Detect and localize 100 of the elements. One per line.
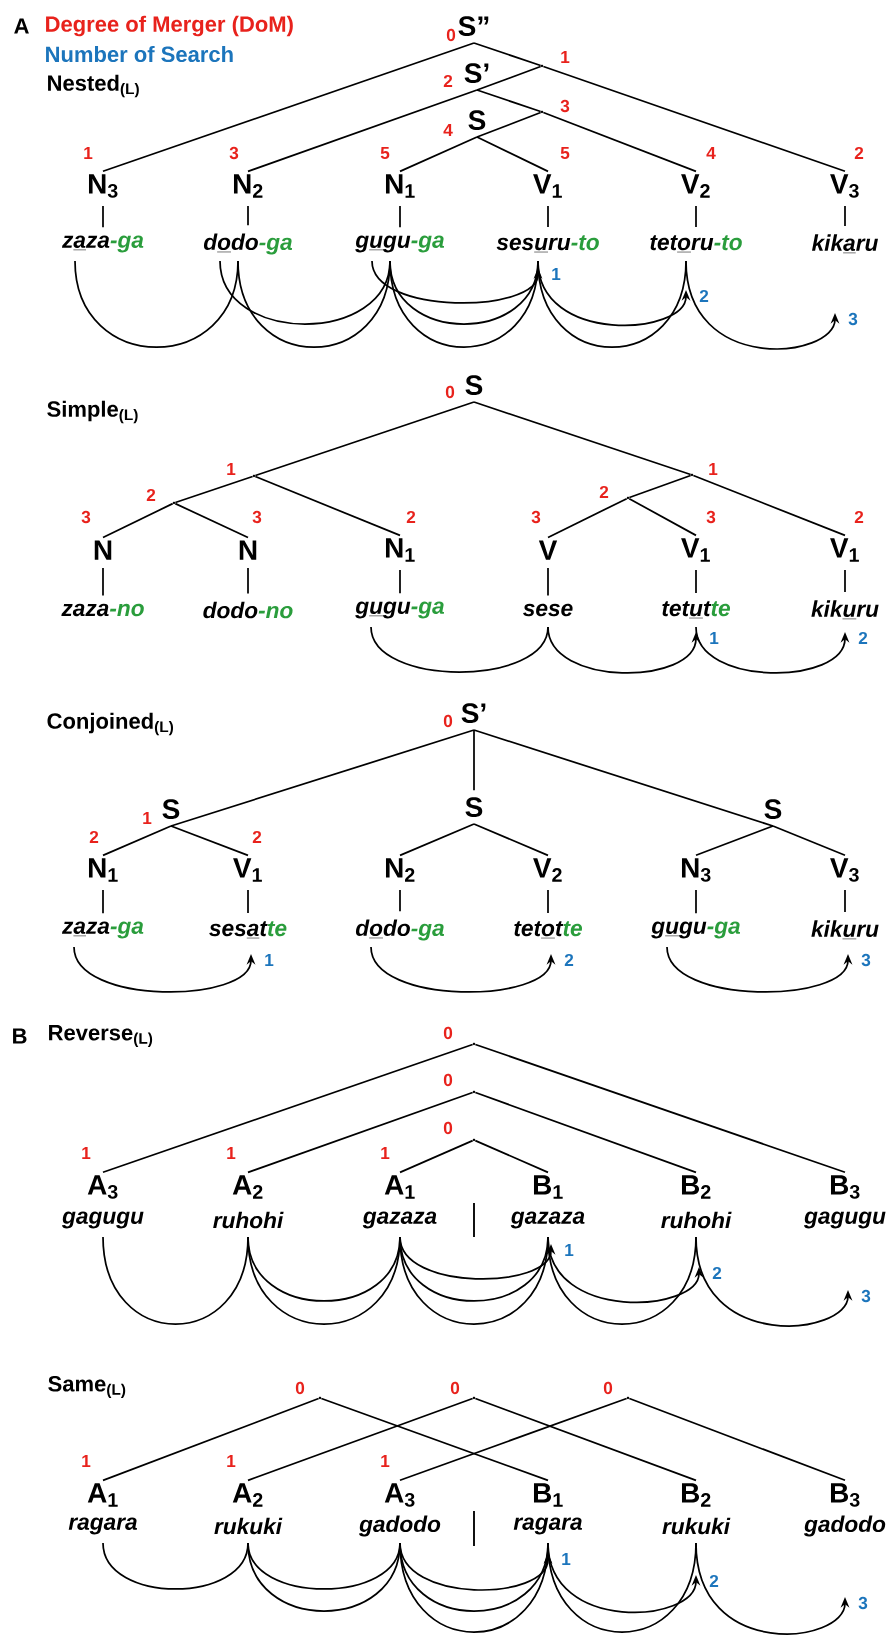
tree-branch: [254, 475, 401, 537]
tree-branch: [473, 729, 475, 792]
word-label: gugu-ga: [355, 601, 444, 619]
tree-branch: [254, 401, 475, 477]
branch-point: [540, 110, 544, 114]
category-label: N$_{1}$: [89, 858, 118, 882]
category-label: V$_{3}$: [830, 174, 859, 198]
tree-branch: [772, 825, 846, 857]
dom-number: 0: [295, 1381, 305, 1395]
dom-number: 3: [531, 510, 541, 524]
search-number: 2: [562, 952, 576, 968]
word-label: ragara: [68, 1517, 137, 1535]
category-label: A$_{2}$: [232, 1483, 263, 1507]
category-label: N$_{2}$: [386, 858, 415, 882]
word-label: rukuki: [662, 1517, 731, 1535]
tree-branch: [473, 823, 549, 857]
branch-point: [626, 496, 630, 500]
category-label: A$_{1}$: [87, 1483, 118, 1507]
category-label: B$_{2}$: [682, 1483, 711, 1507]
tick-line: [399, 205, 401, 229]
word-label: gadodo: [804, 1515, 886, 1537]
tree-branch: [542, 65, 846, 173]
dom-number: 0: [450, 1381, 460, 1395]
tree-branch: [102, 1043, 474, 1174]
word-label: sesuru-to: [496, 235, 599, 253]
word-label: tetoru-to: [650, 235, 742, 253]
tick-line: [844, 889, 846, 913]
search-arc: [237, 260, 391, 348]
tick-line: [102, 889, 104, 915]
dom-number: 0: [445, 385, 455, 399]
tree-branch: [476, 89, 542, 113]
dom-number: 1: [143, 812, 152, 824]
dom-number: 1: [561, 51, 570, 63]
search-arc: [247, 1542, 401, 1612]
category-label: S’: [461, 703, 486, 724]
dom-number: 0: [446, 28, 456, 42]
tree-branch: [102, 825, 172, 857]
dom-number: 2: [252, 830, 262, 844]
word-label: kikuru: [811, 600, 879, 620]
search-number: 3: [859, 952, 873, 968]
dom-number: 2: [599, 485, 609, 499]
panel-letter: B: [13, 1028, 27, 1044]
search-arc: [389, 260, 539, 348]
search-arc: [537, 260, 687, 348]
dom-number: 1: [82, 1455, 91, 1467]
category-label: A$_{3}$: [87, 1175, 118, 1199]
branch-point: [318, 1396, 322, 1400]
search-arc: [399, 1236, 549, 1325]
tree-branch: [170, 729, 475, 827]
tree-branch: [476, 65, 542, 91]
word-label: kikuru: [811, 920, 879, 940]
tree-branch: [474, 1139, 549, 1174]
tick-line: [247, 567, 249, 595]
word-label: zaza-no: [61, 603, 144, 617]
word-label: gagugu: [62, 1211, 144, 1229]
word-label: gugu-ga: [355, 235, 444, 253]
tree-branch: [247, 89, 478, 173]
search-number: 2: [697, 288, 711, 304]
category-label: N: [94, 540, 112, 560]
tree-branch: [473, 729, 774, 827]
word-label: dodo-ga: [355, 919, 444, 941]
key-text: Number of Search: [46, 45, 233, 63]
dom-number: 3: [560, 99, 570, 113]
dom-number: 2: [443, 74, 453, 88]
search-number: 2: [710, 1265, 724, 1281]
word-label: zaza-ga: [61, 921, 144, 939]
tick-line: [547, 205, 549, 228]
tree-branch: [247, 1397, 474, 1482]
category-label: V$_{1}$: [681, 538, 710, 562]
dom-number: 2: [406, 510, 416, 524]
search-number: 2: [707, 1573, 721, 1589]
category-label: A$_{1}$: [384, 1175, 415, 1199]
category-label: B$_{1}$: [534, 1175, 563, 1199]
tree-branch: [695, 825, 774, 857]
category-label: N$_{3}$: [89, 174, 118, 198]
branch-point: [172, 501, 176, 505]
tree-branch: [476, 111, 542, 138]
tree-branch: [628, 497, 697, 537]
search-number: 1: [562, 1242, 576, 1258]
category-label: N$_{2}$: [234, 174, 263, 198]
tick-line: [102, 205, 104, 229]
category-label: S’: [464, 63, 489, 84]
word-label: tetutte: [662, 601, 730, 619]
tree-branch: [476, 136, 549, 173]
dom-number: 0: [443, 1121, 453, 1135]
dom-number: 2: [854, 146, 864, 160]
word-label: gazaza: [510, 1211, 585, 1229]
tree-branch: [628, 474, 692, 499]
category-label: V$_{1}$: [533, 174, 562, 198]
dom-number: 1: [381, 1147, 390, 1159]
search-number: 1: [262, 952, 276, 968]
tree-branch: [102, 502, 174, 539]
dom-number: 1: [227, 1147, 236, 1159]
tree-branch: [547, 497, 628, 539]
dom-number: 2: [89, 830, 99, 844]
dom-number: 3: [81, 510, 91, 524]
category-label: V$_{1}$: [830, 538, 859, 562]
category-label: N: [239, 540, 257, 560]
tree-branch: [474, 1091, 697, 1174]
word-label: gazaza: [362, 1211, 437, 1229]
